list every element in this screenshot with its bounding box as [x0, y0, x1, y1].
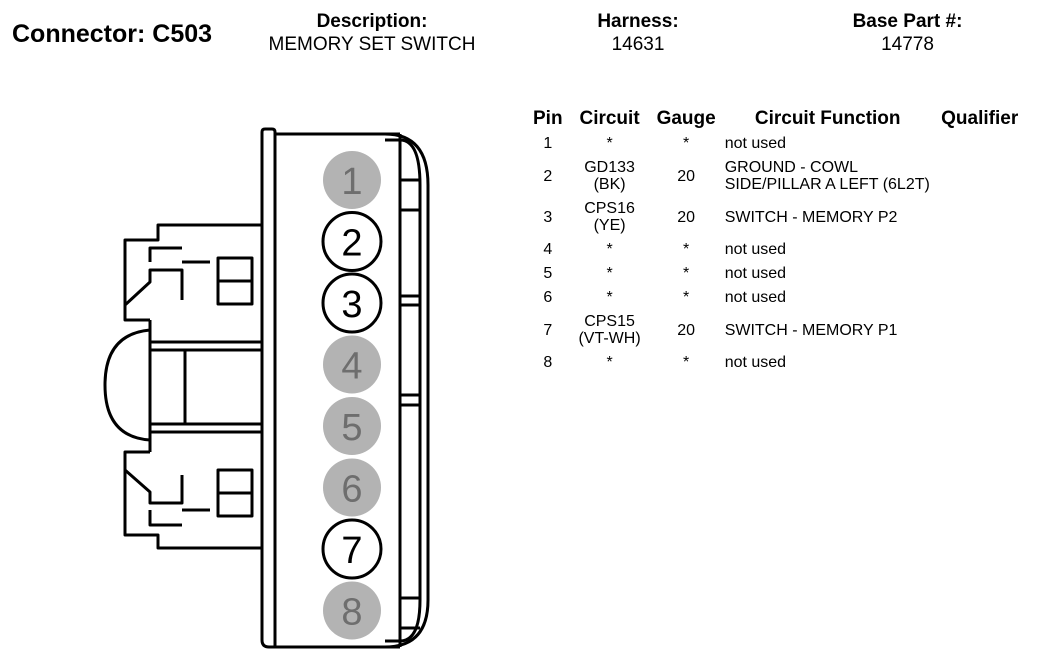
- table-row: 6 * * not used: [528, 286, 1025, 310]
- circuit-id: *: [606, 135, 613, 152]
- circuit-function-cell: SWITCH - MEMORY P1: [724, 321, 898, 339]
- harness-label: Harness:: [597, 11, 679, 32]
- pinout-table: Pin Circuit Gauge Circuit Function Quali…: [528, 106, 1025, 375]
- circuit-id: GD133: [584, 159, 635, 176]
- circuit-color: (VT-WH): [578, 330, 641, 347]
- pin-number: 8: [543, 354, 553, 371]
- pin-3-label: 3: [341, 284, 362, 326]
- harness-value: 14631: [611, 34, 665, 55]
- pin-7-cavity: [321, 518, 383, 580]
- gauge-cell: *: [683, 241, 690, 258]
- circuit-color: (YE): [593, 217, 626, 234]
- description-value: MEMORY SET SWITCH: [268, 34, 476, 55]
- pin-number: 1: [543, 135, 553, 152]
- pin-1-label: 1: [341, 161, 362, 203]
- pin-2-label: 2: [341, 223, 362, 265]
- pin-1-cavity: [323, 151, 381, 209]
- gauge-cell: *: [683, 135, 690, 152]
- connector-title: Connector: C503: [12, 20, 213, 48]
- circuit-function-cell: not used: [724, 135, 787, 152]
- circuit-cell: *: [568, 286, 652, 310]
- description-block: Description: MEMORY SET SWITCH: [248, 11, 496, 57]
- circuit-function-cell: not used: [724, 265, 787, 282]
- pin-3-cavity: [321, 272, 383, 334]
- circuit-id: *: [606, 241, 613, 258]
- circuit-id: *: [606, 289, 613, 306]
- pin-5-cavity: [323, 397, 381, 455]
- gauge-cell: 20: [677, 321, 696, 339]
- circuit-function-cell: not used: [724, 354, 787, 371]
- col-header-gauge: Gauge: [656, 108, 716, 129]
- circuit-id: *: [606, 354, 613, 371]
- qualifier-cell: [935, 310, 1025, 351]
- pin-number: 3: [543, 208, 553, 226]
- circuit-cell: *: [568, 132, 652, 156]
- pin-7-label: 7: [341, 530, 362, 572]
- table-row: 8 * * not used: [528, 351, 1025, 375]
- circuit-id: CPS16: [584, 200, 635, 217]
- pin-2-cavity: [321, 211, 383, 272]
- circuit-function-cell: not used: [724, 241, 787, 258]
- gauge-cell: 20: [677, 167, 696, 185]
- pin-number: 2: [543, 167, 553, 185]
- circuit-cell: CPS16(YE): [568, 197, 652, 238]
- col-header-pin: Pin: [533, 108, 563, 129]
- base-part-block: Base Part #: 14778: [820, 11, 995, 57]
- connector-housing: [103, 127, 430, 649]
- table-row: 1 * * not used: [528, 132, 1025, 156]
- gauge-cell: 20: [677, 208, 696, 226]
- base-part-value: 14778: [881, 34, 934, 55]
- qualifier-cell: [935, 197, 1025, 238]
- circuit-function-cell: GROUND - COWL SIDE/PILLAR A LEFT (6L2T): [724, 159, 930, 193]
- pin-6-label: 6: [341, 469, 362, 511]
- table-row: 7 CPS15(VT-WH) 20 SWITCH - MEMORY P1: [528, 310, 1025, 351]
- connector-face-diagram: 1 2 3 4 5 6 7 8: [103, 127, 430, 649]
- qualifier-cell: [935, 262, 1025, 286]
- circuit-cell: CPS15(VT-WH): [568, 310, 652, 351]
- circuit-color: (BK): [593, 176, 626, 193]
- description-label: Description:: [316, 11, 428, 32]
- pin-number: 5: [543, 265, 553, 282]
- pin-4-cavity: [323, 335, 381, 394]
- pin-number: 4: [543, 241, 553, 258]
- circuit-cell: GD133(BK): [568, 156, 652, 197]
- pin-6-cavity: [323, 458, 381, 517]
- pin-number: 7: [543, 321, 553, 339]
- col-header-circuit: Circuit: [579, 108, 640, 129]
- gauge-cell: *: [683, 265, 690, 282]
- qualifier-cell: [935, 238, 1025, 262]
- pin-cavities: 1 2 3 4 5 6 7 8: [321, 151, 383, 640]
- table-row: 5 * * not used: [528, 262, 1025, 286]
- circuit-cell: *: [568, 238, 652, 262]
- col-header-qualifier: Qualifier: [941, 108, 1019, 129]
- gauge-cell: *: [683, 289, 690, 306]
- qualifier-cell: [935, 286, 1025, 310]
- circuit-id: *: [606, 265, 613, 282]
- qualifier-cell: [935, 156, 1025, 197]
- pin-5-label: 5: [341, 407, 362, 449]
- pin-4-label: 4: [341, 346, 362, 388]
- qualifier-cell: [935, 132, 1025, 156]
- table-row: 4 * * not used: [528, 238, 1025, 262]
- circuit-function-cell: not used: [724, 289, 787, 306]
- pin-8-cavity: [323, 581, 381, 640]
- pin-number: 6: [543, 289, 553, 306]
- circuit-function-cell: SWITCH - MEMORY P2: [724, 208, 898, 226]
- col-header-circuit-function: Circuit Function: [754, 108, 901, 129]
- table-row: 2 GD133(BK) 20 GROUND - COWL SIDE/PILLAR…: [528, 156, 1025, 197]
- table-row: 3 CPS16(YE) 20 SWITCH - MEMORY P2: [528, 197, 1025, 238]
- gauge-cell: *: [683, 354, 690, 371]
- harness-block: Harness: 14631: [568, 11, 708, 57]
- circuit-cell: *: [568, 351, 652, 375]
- base-part-label: Base Part #:: [852, 11, 963, 32]
- pin-8-label: 8: [341, 592, 362, 634]
- circuit-cell: *: [568, 262, 652, 286]
- pinout-header-row: Pin Circuit Gauge Circuit Function Quali…: [528, 106, 1025, 132]
- qualifier-cell: [935, 351, 1025, 375]
- circuit-id: CPS15: [584, 313, 635, 330]
